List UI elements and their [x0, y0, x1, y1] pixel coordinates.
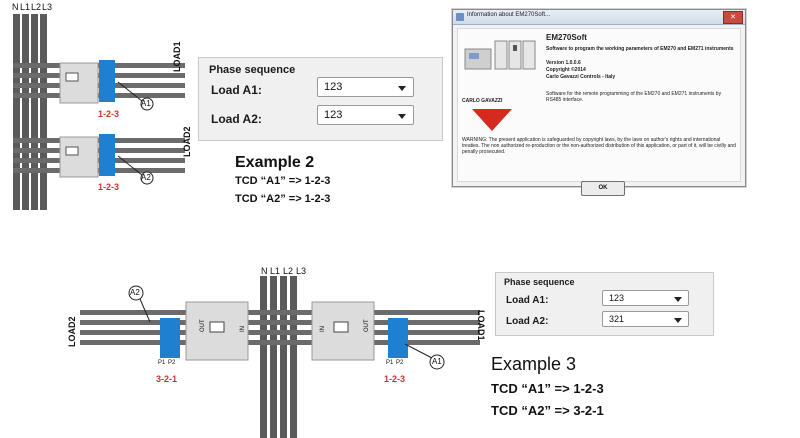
remote-programming-text: Software for the remote programming of t… — [546, 91, 722, 103]
bottom-load1-label: LOAD1 — [476, 310, 486, 341]
bottom-device-a1-in: IN — [320, 326, 326, 332]
phase-panel-2-title: Phase sequence — [504, 277, 575, 287]
bottom-terminal-p1-right: P1 — [386, 360, 394, 366]
dialog-body: EM270Soft Software to program the workin… — [457, 28, 741, 196]
ct-a2 — [99, 134, 115, 176]
phase-panel-1-title: Phase sequence — [209, 64, 296, 76]
load-a2-label: Load A2: — [211, 112, 262, 126]
bottom-terminal-p2-left: P2 — [168, 360, 176, 366]
bottom-bus-label-l1: L1 — [270, 266, 281, 276]
bottom-wiring-diagram — [80, 276, 480, 438]
close-button[interactable]: ✕ — [723, 11, 743, 24]
bottom-device-a1-out: OUT — [364, 319, 370, 332]
meter-device-a1 — [59, 62, 99, 104]
top-bus-label-l2: L2 — [31, 2, 42, 12]
app-version: Version 1.0.0.6 — [546, 60, 581, 66]
bottom-bus-label-l2: L2 — [283, 266, 294, 276]
bottom-device-a2-in: IN — [240, 326, 246, 332]
bus-bar-l3 — [290, 276, 297, 438]
app-copyright: Copyright ©2014 — [546, 67, 586, 73]
app-description: Software to program the working paramete… — [546, 46, 734, 52]
load-a2-label-2: Load A2: — [506, 316, 549, 327]
ct-a1 — [99, 60, 115, 102]
bottom-device-a2-out: OUT — [200, 319, 206, 332]
logo-text: CARLO GAVAZZI — [462, 98, 503, 104]
top-bus-label-l1: L1 — [20, 2, 31, 12]
copyright-warning: WARNING: The present application is safe… — [462, 137, 736, 155]
bottom-bus-label-l3: L3 — [296, 266, 307, 276]
chevron-down-icon — [674, 318, 682, 323]
bottom-ct-label-a2: A2 — [130, 288, 140, 297]
app-icon — [456, 13, 464, 21]
app-company: Carlo Gavazzi Controls - Italy — [546, 74, 616, 80]
bus-bar-l2 — [31, 14, 38, 210]
dialog-title: Information about EM270Soft... — [467, 12, 551, 18]
load-a1-label-2: Load A1: — [506, 295, 549, 306]
ok-button[interactable]: OK — [581, 181, 625, 196]
phase-sequence-panel-1: Phase sequence Load A1: 123 Load A2: 123 — [198, 57, 443, 141]
top-sequence-a2: 1-2-3 — [98, 182, 120, 192]
bus-bar-l1 — [22, 14, 29, 210]
load-a1-label: Load A1: — [211, 83, 262, 97]
example-3-title: Example 3 — [491, 354, 577, 374]
bottom-load2-label: LOAD2 — [67, 316, 77, 347]
ct-a2 — [160, 318, 180, 358]
bus-bar-n — [260, 276, 267, 438]
load-a1-select[interactable]: 123 — [317, 77, 414, 97]
carlo-gavazzi-logo — [472, 109, 512, 131]
bottom-sequence-a2: 3-2-1 — [156, 374, 178, 384]
load-a1-value-2: 123 — [609, 293, 625, 303]
top-wiring-diagram — [13, 14, 185, 210]
load-a2-select[interactable]: 123 — [317, 105, 414, 125]
top-ct-label-a2: A2 — [141, 173, 151, 182]
example-2-title: Example 2 — [235, 154, 315, 171]
example-2-line-2: TCD “A2” => 1-2-3 — [235, 193, 331, 205]
top-sequence-a1: 1-2-3 — [98, 109, 120, 119]
chevron-down-icon — [398, 114, 406, 119]
ct-a1 — [388, 318, 408, 358]
top-bus-label-n: N — [12, 2, 19, 12]
example-3-line-1: TCD “A1” => 1-2-3 — [491, 381, 604, 396]
bottom-terminal-p2-right: P2 — [396, 360, 404, 366]
example-3-line-2: TCD “A2” => 3-2-1 — [491, 403, 604, 418]
bottom-terminal-p1-left: P1 — [158, 360, 166, 366]
bus-bar-l1 — [270, 276, 277, 438]
meter-device-a2 — [59, 136, 99, 178]
product-image — [464, 40, 536, 70]
bus-bar-l3 — [40, 14, 47, 210]
bottom-bus-label-n: N — [261, 266, 268, 276]
bus-bar-l2 — [280, 276, 287, 438]
load-a1-value: 123 — [324, 81, 343, 93]
phase-sequence-panel-2: Phase sequence Load A1: 123 Load A2: 321 — [495, 272, 714, 336]
chevron-down-icon — [674, 297, 682, 302]
chevron-down-icon — [398, 86, 406, 91]
top-load2-label: LOAD2 — [182, 126, 192, 157]
bus-bar-n — [13, 14, 20, 210]
dialog-titlebar[interactable]: Information about EM270Soft... ✕ — [453, 10, 745, 25]
top-bus-label-l3: L3 — [42, 2, 53, 12]
bottom-sequence-a1: 1-2-3 — [384, 374, 406, 384]
app-name: EM270Soft — [546, 33, 587, 42]
load-a1-select-2[interactable]: 123 — [602, 290, 689, 306]
bottom-ct-label-a1: A1 — [432, 357, 442, 366]
top-ct-label-a1: A1 — [141, 99, 151, 108]
example-2-line-1: TCD “A1” => 1-2-3 — [235, 175, 331, 187]
load-a2-value: 123 — [324, 109, 343, 121]
load-a2-value-2: 321 — [609, 314, 625, 324]
about-dialog: Information about EM270Soft... ✕ EM270So… — [452, 9, 746, 196]
top-load1-label: LOAD1 — [172, 41, 182, 72]
load-a2-select-2[interactable]: 321 — [602, 311, 689, 327]
